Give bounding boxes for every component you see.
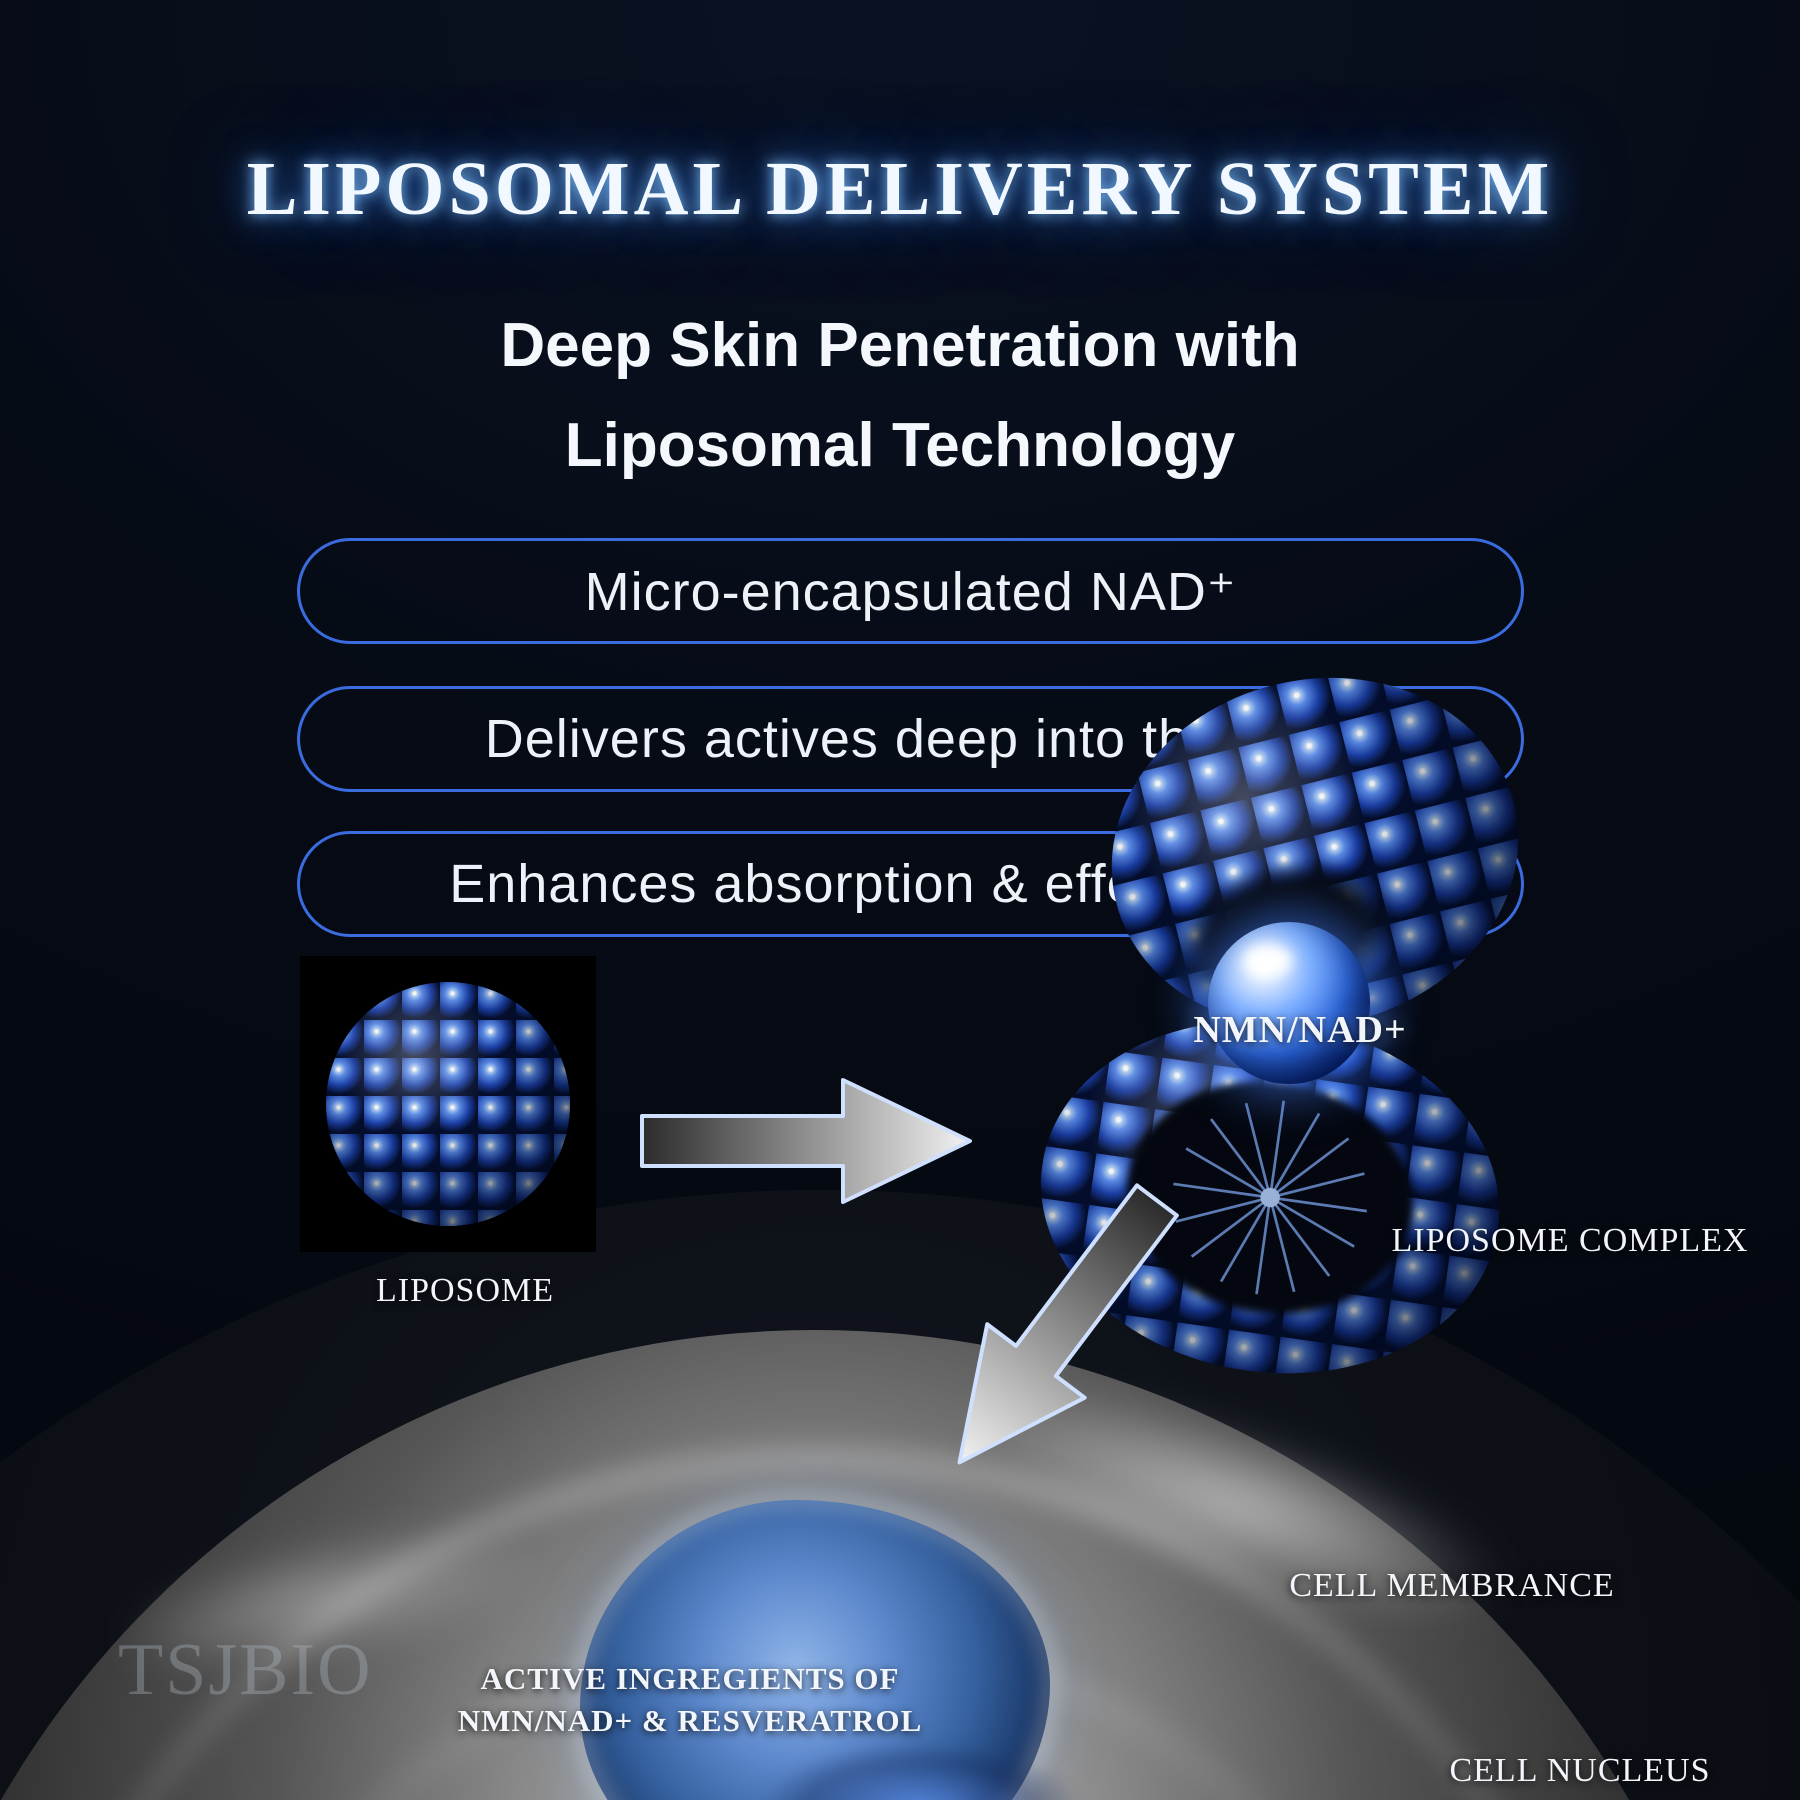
nmn-nad-label: NMN/NAD+ [1193, 1009, 1407, 1051]
liposome-complex-bottom [1017, 991, 1523, 1403]
liposome-complex-label: LIPOSOME COMPLEX [1391, 1222, 1749, 1259]
nmn-nad-sphere [1208, 922, 1370, 1084]
active-ingredients-label: ACTIVE INGREGIENTS OF NMN/NAD+ & RESVERA… [420, 1658, 960, 1742]
active-ingredients-line-2: NMN/NAD+ & RESVERATROL [457, 1703, 923, 1738]
arrow-down-left-icon [894, 1150, 1221, 1515]
subtitle-line-1: Deep Skin Penetration with [500, 311, 1300, 380]
liposome-label: LIPOSOME [375, 1272, 555, 1309]
page-subtitle: Deep Skin Penetration with Liposomal Tec… [0, 296, 1800, 496]
feature-pill: Micro-encapsulated NAD⁺ [297, 538, 1524, 644]
liposome-illustration [326, 982, 570, 1226]
active-ingredients-line-1: ACTIVE INGREGIENTS OF [480, 1661, 900, 1696]
subtitle-line-2: Liposomal Technology [564, 411, 1236, 480]
cell-membrane-label: CELL MEMBRANCE [1289, 1567, 1615, 1604]
brand-watermark: TSJBIO [118, 1629, 373, 1711]
liposome-image-frame [300, 956, 596, 1252]
arrow-right-icon [636, 1066, 980, 1216]
feature-pill-label: Micro-encapsulated NAD⁺ [584, 561, 1237, 622]
page-title: LIPOSOMAL DELIVERY SYSTEM [246, 147, 1554, 231]
cell-nucleus-label: CELL NUCLEUS [1449, 1752, 1711, 1789]
starburst-icon [1173, 1100, 1367, 1294]
